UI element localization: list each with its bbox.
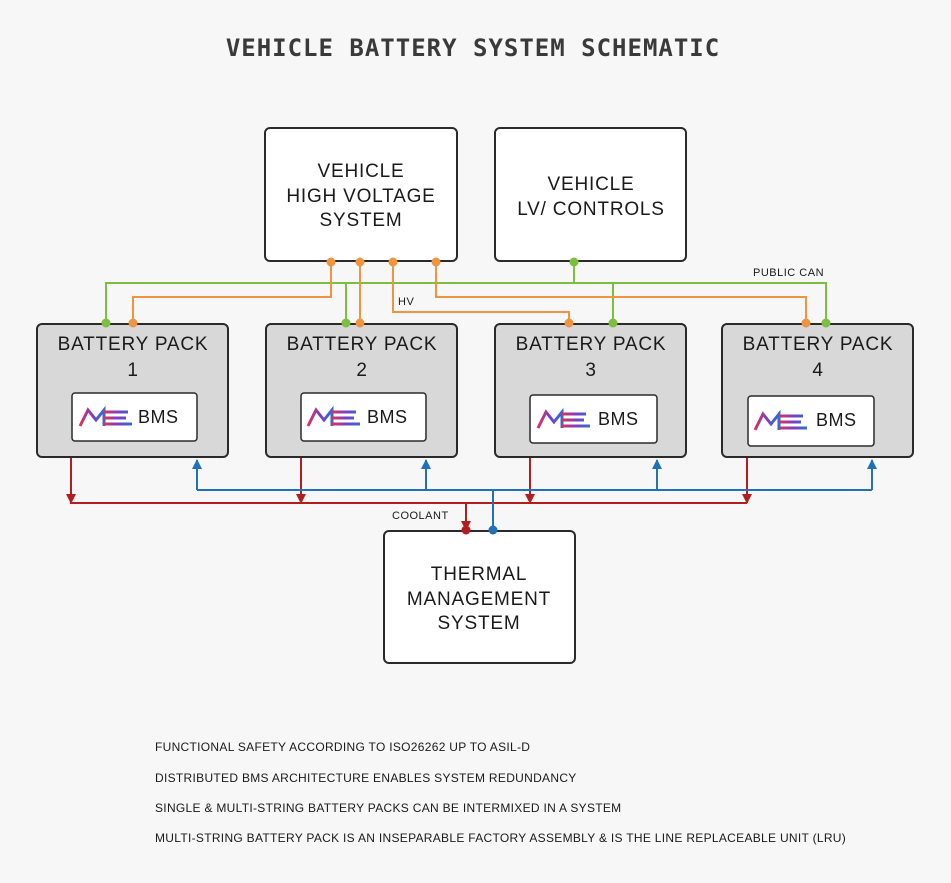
- hv-system-line-3: SYSTEM: [320, 210, 403, 231]
- hv-lines: [132, 262, 807, 323]
- hv-connector-dot: [128, 318, 138, 328]
- battery-pack-2: BATTERY PACK 2 BMS: [265, 323, 458, 458]
- bms-label: BMS: [138, 407, 179, 427]
- hv-connector-dot: [801, 318, 811, 328]
- me-logo-icon: [78, 405, 132, 427]
- hv-connector-dot: [388, 257, 398, 267]
- me-logo-icon: [753, 409, 807, 431]
- hv-connector-dot: [326, 257, 336, 267]
- public-can-label: PUBLIC CAN: [753, 267, 824, 279]
- hv-connector-dot: [564, 318, 574, 328]
- hv-connector-dot: [431, 257, 441, 267]
- bms-module: [529, 394, 658, 444]
- battery-pack-1: BATTERY PACK 1 BMS: [36, 323, 229, 458]
- lv-controls-line-2: LV/ CONTROLS: [517, 199, 665, 220]
- thermal-line-3: SYSTEM: [438, 613, 521, 634]
- battery-pack-number: 1: [127, 360, 138, 381]
- battery-pack-title: BATTERY PACK: [287, 334, 438, 355]
- hv-connector-dot: [355, 257, 365, 267]
- battery-pack-4: BATTERY PACK 4 BMS: [721, 323, 914, 458]
- can-connector-dot: [101, 318, 111, 328]
- bms-label: BMS: [367, 407, 408, 427]
- battery-pack-number: 4: [812, 360, 823, 381]
- diagram-title: VEHICLE BATTERY SYSTEM SCHEMATIC: [226, 34, 720, 62]
- coolant-return-dot: [488, 525, 498, 535]
- battery-pack-number: 3: [585, 360, 596, 381]
- note-line: FUNCTIONAL SAFETY ACCORDING TO ISO26262 …: [155, 740, 530, 754]
- can-connector-dot: [608, 318, 618, 328]
- bms-module: [71, 392, 198, 442]
- bms-module: [300, 392, 427, 442]
- bms-module: [747, 395, 875, 447]
- battery-pack-number: 2: [356, 360, 367, 381]
- public-can-lines: [105, 262, 827, 323]
- can-connector-dot: [569, 257, 579, 267]
- thermal-line-1: THERMAL: [431, 564, 527, 585]
- note-line: DISTRIBUTED BMS ARCHITECTURE ENABLES SYS…: [155, 771, 577, 785]
- can-connector-dot: [821, 318, 831, 328]
- hv-system-line-1: VEHICLE: [318, 161, 405, 182]
- thermal-line-2: MANAGEMENT: [407, 589, 551, 610]
- bms-label: BMS: [816, 410, 857, 430]
- battery-pack-title: BATTERY PACK: [743, 334, 894, 355]
- note-line: MULTI-STRING BATTERY PACK IS AN INSEPARA…: [155, 831, 846, 845]
- hv-system-line-2: HIGH VOLTAGE: [286, 186, 435, 207]
- vehicle-hv-system-box: VEHICLE HIGH VOLTAGE SYSTEM: [264, 127, 458, 262]
- coolant-supply-lines: [66, 458, 752, 531]
- vehicle-lv-controls-box: VEHICLE LV/ CONTROLS: [494, 127, 687, 262]
- coolant-label: COOLANT: [392, 510, 449, 522]
- battery-pack-3: BATTERY PACK 3 BMS: [494, 323, 687, 458]
- me-logo-icon: [536, 407, 590, 429]
- can-connector-dot: [341, 318, 351, 328]
- notes: FUNCTIONAL SAFETY ACCORDING TO ISO26262 …: [155, 740, 846, 845]
- bms-label: BMS: [598, 409, 639, 429]
- battery-pack-title: BATTERY PACK: [516, 334, 667, 355]
- coolant-return-lines: [192, 459, 877, 530]
- battery-pack-title: BATTERY PACK: [58, 334, 209, 355]
- connector-dots: [101, 257, 831, 535]
- note-line: SINGLE & MULTI-STRING BATTERY PACKS CAN …: [155, 801, 621, 815]
- thermal-management-box: THERMAL MANAGEMENT SYSTEM: [383, 530, 576, 664]
- me-logo-icon: [306, 405, 360, 427]
- hv-label: HV: [398, 296, 414, 308]
- lv-controls-line-1: VEHICLE: [548, 174, 635, 195]
- coolant-supply-dot: [461, 525, 471, 535]
- hv-connector-dot: [355, 318, 365, 328]
